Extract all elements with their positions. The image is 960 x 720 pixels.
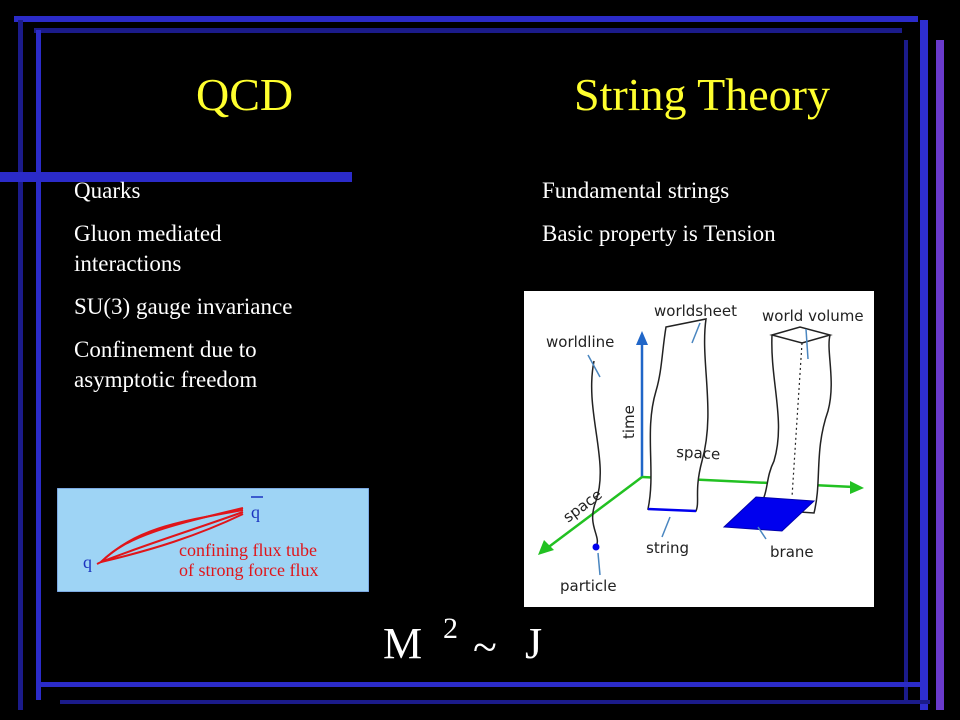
flux-tube-illustration: q q confining flux tube of strong force …: [57, 488, 369, 592]
qcd-bullet-list: Quarks Gluon mediated interactions SU(3)…: [74, 176, 394, 408]
qcd-title: QCD: [196, 69, 294, 120]
formula-rhs: J: [525, 619, 543, 668]
bullet-quarks: Quarks: [74, 178, 141, 203]
string-label: string: [646, 539, 689, 557]
string-segment: [647, 507, 697, 513]
particle-label: particle: [560, 577, 617, 595]
bullet-confinement: Confinement due to asymptotic freedom: [74, 337, 258, 392]
bullet-fundamental-strings: Fundamental strings: [542, 178, 730, 203]
time-arrowhead: [636, 331, 648, 345]
worldsheet-label: worldsheet: [654, 302, 737, 320]
flux-caption-line1: confining flux tube: [179, 540, 317, 560]
space-x-label: space: [676, 443, 721, 463]
flux-caption-line2: of strong force flux: [179, 560, 318, 580]
space-x-arrowhead: [850, 481, 864, 494]
string-theory-title: String Theory: [574, 69, 830, 120]
world-volume-dotted: [791, 342, 803, 498]
formula-relation: ~: [473, 623, 497, 672]
world-volume-surface: [754, 326, 833, 514]
particle-dot: [592, 543, 600, 551]
worldline-path: [590, 360, 601, 548]
formula-exponent: 2: [443, 612, 458, 645]
formula-base: M: [383, 619, 423, 668]
string-worldsheet-diagram: worldline worldsheet world volume time s…: [524, 291, 874, 607]
brane-face: [722, 496, 816, 532]
antiquark-label: q: [251, 502, 260, 522]
worldline-label: worldline: [546, 333, 614, 351]
string-bullet-list: Fundamental strings Basic property is Te…: [542, 176, 902, 262]
brane-label: brane: [770, 543, 814, 561]
space-diag-arrowhead: [538, 540, 554, 555]
world-volume-label: world volume: [762, 307, 864, 325]
bullet-gluon-interactions: Gluon mediated interactions: [74, 221, 222, 276]
time-label: time: [620, 405, 638, 439]
space-diag-axis: [545, 476, 643, 550]
quark-label: q: [83, 552, 92, 572]
bullet-su3-gauge: SU(3) gauge invariance: [74, 294, 293, 319]
bullet-tension: Basic property is Tension: [542, 221, 776, 246]
